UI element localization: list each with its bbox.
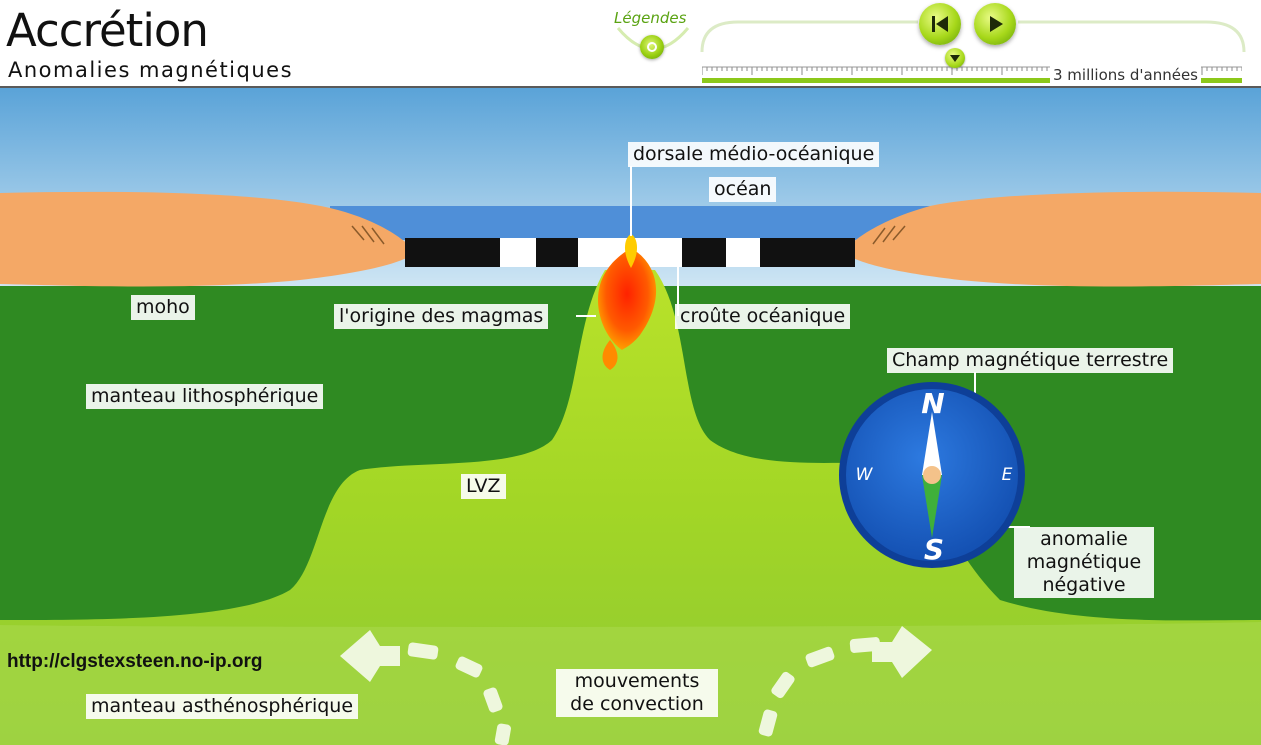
timeline-frame (700, 20, 1246, 53)
fault-marks-right (872, 225, 906, 245)
label-moho: moho (131, 295, 195, 320)
compass-east: E (1002, 465, 1013, 485)
magnetic-stripes (500, 238, 760, 267)
site-url: http://clgstexsteen.no-ip.org (7, 651, 263, 672)
page-title: Accrétion (6, 4, 209, 57)
label-manteau-asthenospherique: manteau asthénosphérique (86, 694, 359, 719)
compass-needle-south (922, 475, 942, 538)
legend-toggle-icon[interactable] (640, 35, 664, 59)
header-bar: Accrétion Anomalies magnétiques Légendes… (0, 0, 1261, 88)
label-mouvements-convection: mouvements de convection (556, 669, 718, 717)
skip-back-icon (932, 16, 948, 32)
page-subtitle: Anomalies magnétiques (8, 58, 294, 82)
label-manteau-lithospherique: manteau lithosphérique (86, 384, 324, 409)
label-dorsale: dorsale médio-océanique (628, 142, 880, 167)
play-icon (990, 16, 1003, 32)
playhead-triangle-icon (950, 55, 960, 62)
label-lvz: LVZ (461, 474, 506, 499)
rewind-button[interactable] (919, 3, 961, 45)
compass-south: S (924, 533, 944, 566)
label-convection-line2: de convection (570, 693, 704, 715)
fault-marks-left (351, 225, 385, 245)
timeline-duration-label: 3 millions d'années (1050, 66, 1201, 84)
magma-droplet (602, 340, 618, 370)
label-ocean: océan (709, 177, 777, 202)
label-anomalie-negative: anomalie magnétique négative (1014, 527, 1154, 598)
label-croute-oceanique: croûte océanique (675, 304, 851, 329)
magma-plume (597, 248, 657, 350)
compass-pivot (923, 466, 941, 484)
convection-arrow-left (340, 630, 511, 745)
ridge-vent (624, 234, 638, 268)
compass-west: W (856, 465, 874, 485)
timeline-playhead[interactable] (945, 48, 965, 68)
compass-north: N (921, 387, 944, 420)
play-button[interactable] (974, 3, 1016, 45)
arrowhead-right (872, 626, 932, 678)
arrowhead-left (340, 630, 400, 682)
continent-right (843, 191, 1261, 287)
continent-left (0, 191, 416, 287)
compass: N S W E (839, 382, 1025, 568)
label-convection-line1: mouvements (574, 670, 700, 692)
label-origine-magmas: l'origine des magmas (334, 304, 549, 329)
label-anomalie-line2: magnétique (1026, 551, 1142, 573)
accretion-cross-section: N S W E (0, 88, 1261, 745)
compass-needle-north (922, 412, 942, 475)
label-anomalie-line3: négative (1042, 574, 1126, 596)
legend-label: Légendes (614, 9, 687, 27)
convection-arrow-right (758, 626, 932, 737)
label-anomalie-line1: anomalie (1040, 528, 1128, 550)
label-champ-magnetique: Champ magnétique terrestre (887, 348, 1174, 373)
